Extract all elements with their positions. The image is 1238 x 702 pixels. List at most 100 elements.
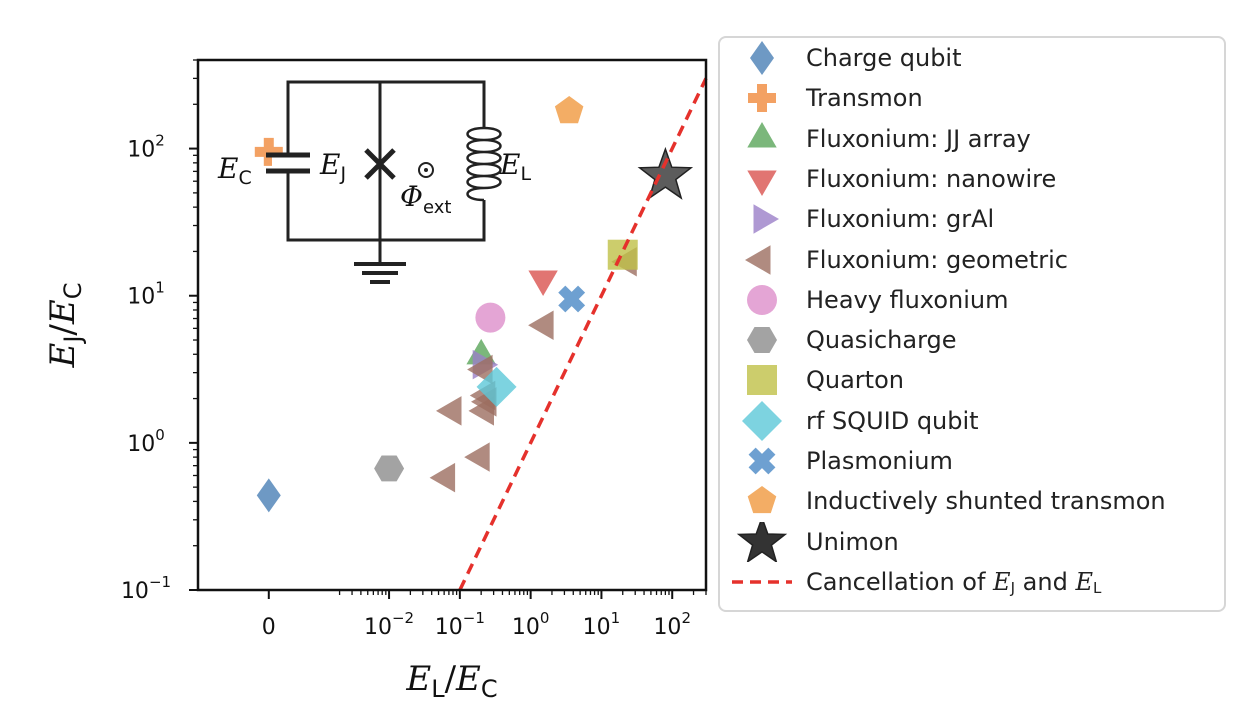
legend-item-fluxonium-geometric: Fluxonium: geometric — [720, 240, 1224, 280]
circuit-labels: EC EJ EL Φext — [217, 148, 531, 218]
data-point — [436, 396, 462, 426]
legend-label: Fluxonium: grAl — [806, 205, 995, 234]
data-point — [528, 310, 554, 340]
series-inductively-shunted-transmon — [554, 96, 584, 124]
legend-marker-shape — [747, 284, 777, 315]
legend-marker-shape — [745, 244, 771, 275]
legend-item-rf-squid-qubit: rf SQUID qubit — [720, 400, 1224, 441]
legend-label: Quarton — [806, 366, 904, 395]
legend-marker-shape — [748, 447, 776, 475]
legend-marker-shape — [747, 170, 777, 196]
legend-item-transmon: Transmon — [720, 78, 1224, 118]
data-point — [475, 302, 506, 333]
legend-label: Plasmonium — [806, 447, 953, 475]
legend-label: Fluxonium: geometric — [806, 245, 1068, 274]
legend-item-fluxonium-jj-array: Fluxonium: JJ array — [720, 119, 1224, 159]
legend-label: Fluxonium: JJ array — [806, 124, 1031, 153]
legend-item-quarton: Quarton — [720, 360, 1224, 400]
flux-symbol-ring — [418, 162, 434, 178]
legend-marker-shape — [753, 204, 779, 234]
x-tick-label: 0 — [262, 615, 276, 640]
legend-item-cancellation-of-e-j-and-e-l: Cancellation of EJ and EL — [720, 562, 1224, 602]
legend-marker-shape — [742, 400, 782, 441]
cancellation-line — [458, 77, 708, 591]
data-point — [607, 239, 638, 270]
junction-cross-b — [364, 148, 396, 180]
legend-marker-shape — [747, 327, 777, 354]
series-unimon — [637, 146, 694, 200]
x-tick-label: 101 — [583, 609, 621, 640]
x-tick-label: 10−2 — [364, 609, 414, 640]
x-tick-label: 10−1 — [435, 609, 485, 640]
y-tick-label: 100 — [127, 426, 165, 457]
legend-marker-icon — [748, 84, 776, 113]
legend-marker-icon — [747, 284, 777, 315]
series-fluxonium-nanowire — [528, 270, 558, 296]
legend-marker-shape — [747, 365, 777, 396]
data-point — [558, 285, 586, 313]
legend-label: Cancellation of EJ and EL — [806, 567, 1102, 597]
phi-ext-label: Φext — [400, 180, 451, 218]
legend-marker-icon — [745, 244, 771, 275]
data-point — [476, 366, 517, 407]
legend-label: Quasicharge — [806, 326, 957, 355]
legend-marker-shape — [736, 521, 788, 562]
legend-label: rf SQUID qubit — [806, 406, 979, 435]
scatter-chart: EC EJ EL Φext 0 10−2 10−1 100 101 102 10−1 100 1… — [43, 58, 708, 702]
y-tick-label: 102 — [127, 132, 165, 163]
series-plasmonium — [558, 285, 586, 313]
axes-frame — [196, 58, 708, 592]
ec-label: EC — [217, 152, 252, 189]
series-quarton — [607, 239, 638, 270]
legend-label: Inductively shunted transmon — [806, 487, 1166, 516]
legend-label: Heavy fluxonium — [806, 285, 1009, 314]
legend-marker-icon — [747, 170, 777, 196]
data-point — [464, 442, 490, 472]
x-tick-label: 102 — [653, 609, 691, 640]
data-layer — [254, 77, 708, 591]
y-tick-label: 10−1 — [121, 573, 171, 604]
data-point — [429, 462, 456, 493]
legend-marker-icon — [747, 121, 777, 148]
legend-marker-icon — [750, 41, 774, 75]
legend-item-quasicharge: Quasicharge — [720, 320, 1224, 360]
series-charge-qubit — [256, 478, 281, 513]
legend-label: Charge qubit — [806, 44, 962, 72]
legend-marker-icon — [753, 204, 779, 234]
data-point — [256, 478, 281, 513]
legend-marker-icon — [736, 521, 788, 562]
legend-label: Unimon — [806, 527, 899, 556]
series-fluxonium-geometric — [429, 247, 637, 493]
legend-marker-shape — [747, 486, 777, 514]
legend-label: Fluxonium: nanowire — [806, 164, 1057, 193]
series-transmon — [254, 137, 283, 166]
series-quasicharge — [374, 455, 405, 482]
y-axis-label: EJ/EC — [43, 283, 87, 369]
data-point — [554, 96, 584, 124]
legend-marker-icon — [747, 486, 777, 514]
series-cancellation-of-e-j-and-e-l — [458, 77, 708, 591]
legend-item-charge-qubit: Charge qubit — [720, 38, 1224, 78]
series-heavy-fluxonium — [475, 302, 506, 333]
flux-symbol-dot — [424, 168, 428, 172]
legend-marker-shape — [747, 121, 777, 148]
legend-marker-shape — [748, 84, 776, 113]
series-rf-squid-qubit — [476, 366, 517, 407]
data-point — [374, 455, 405, 482]
legend-item-inductively-shunted-transmon: Inductively shunted transmon — [720, 481, 1224, 521]
x-tick-label: 100 — [512, 609, 550, 640]
legend-item-fluxonium-gral: Fluxonium: grAl — [720, 199, 1224, 239]
data-point — [528, 270, 558, 296]
legend-marker-icon — [747, 365, 777, 396]
legend-marker-icon — [747, 327, 777, 354]
legend-item-fluxonium-nanowire: Fluxonium: nanowire — [720, 159, 1224, 199]
legend-label: Transmon — [806, 84, 923, 113]
el-label: EL — [499, 148, 531, 185]
ej-label: EJ — [319, 148, 346, 185]
capacitor-gap — [272, 155, 306, 171]
legend-item-heavy-fluxonium: Heavy fluxonium — [720, 280, 1224, 320]
legend-marker-icon — [748, 447, 776, 475]
legend-item-unimon: Unimon — [720, 521, 1224, 562]
x-axis-label: EL/EC — [405, 659, 497, 702]
